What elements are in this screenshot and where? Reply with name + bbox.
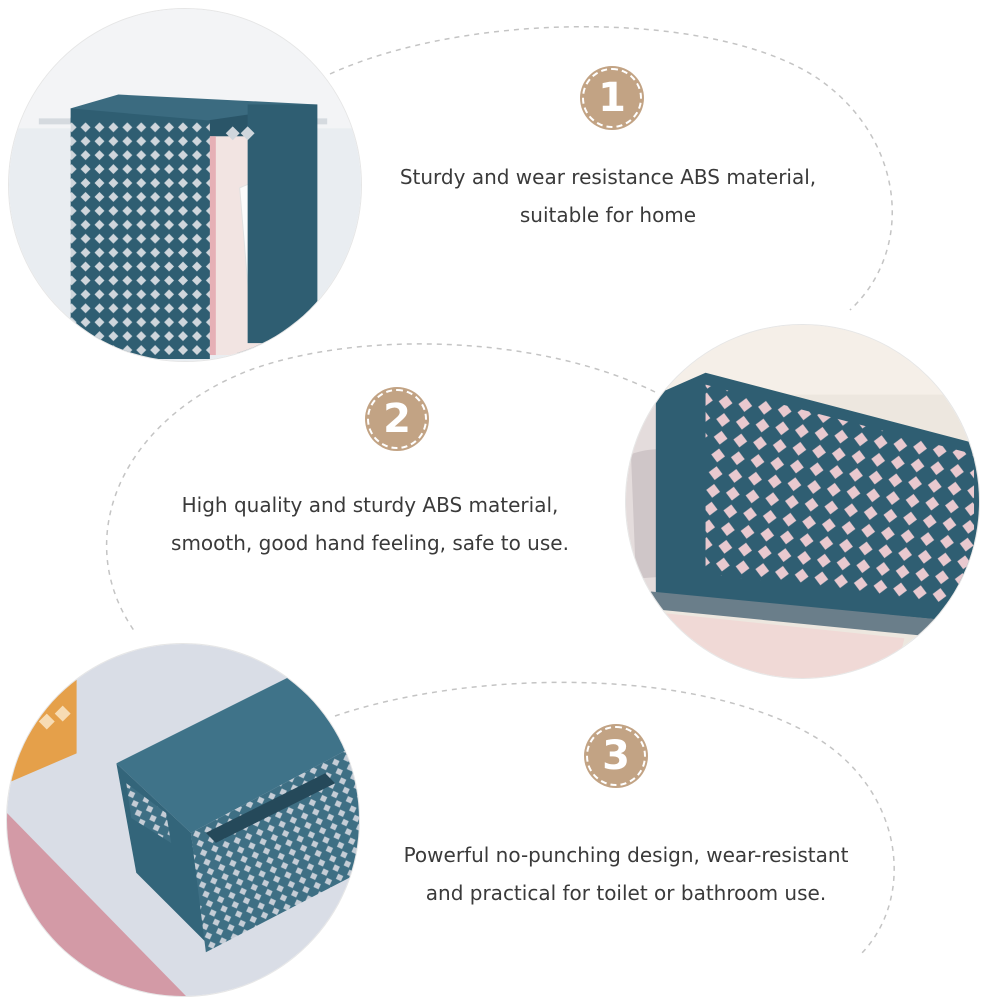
feature-description-1: Sturdy and wear resistance ABS material,…: [378, 158, 838, 234]
feature-2-line-1: High quality and sturdy ABS material,: [181, 493, 559, 517]
feature-1-line-2: suitable for home: [519, 203, 697, 227]
step-badge-1: 1: [577, 63, 647, 133]
step-badge-2: 2: [362, 384, 432, 454]
feature-description-2: High quality and sturdy ABS material, sm…: [140, 486, 600, 562]
step-number-3: 3: [586, 726, 646, 786]
feature-3-line-1: Powerful no-punching design, wear-resist…: [403, 843, 849, 867]
feature-2-line-2: smooth, good hand feeling, safe to use.: [171, 531, 569, 555]
feature-3-line-2: and practical for toilet or bathroom use…: [425, 881, 827, 905]
step-number-2: 2: [367, 389, 427, 449]
feature-description-3: Powerful no-punching design, wear-resist…: [376, 836, 876, 912]
feature-1-line-1: Sturdy and wear resistance ABS material,: [399, 165, 817, 189]
product-photo-under-cabinet: [625, 324, 980, 679]
step-badge-3: 3: [581, 721, 651, 791]
product-photo-upright: [8, 8, 362, 362]
step-number-1: 1: [582, 68, 642, 128]
product-photo-closeup: [6, 643, 360, 997]
